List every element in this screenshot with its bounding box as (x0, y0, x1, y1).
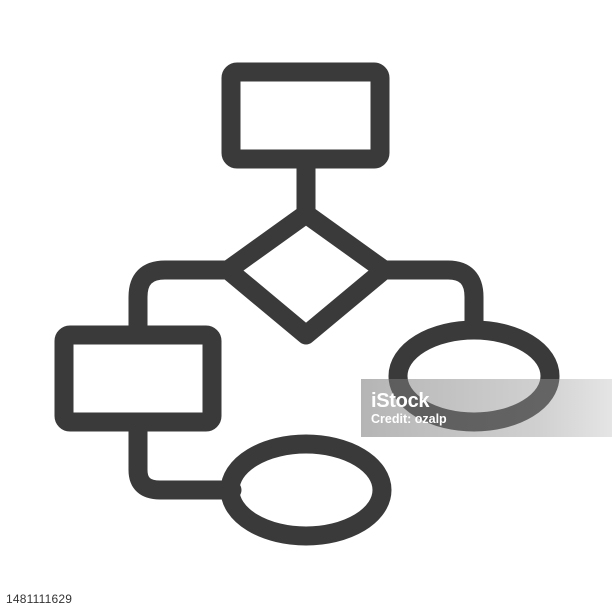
image-id-label: 1481111629 (6, 592, 73, 606)
watermark-brand: iStock (371, 389, 430, 412)
footer-strip: 1481111629 (0, 588, 612, 612)
watermark-logo: iStock Credit: ozalp (371, 391, 447, 426)
left-branch-connector (128, 260, 238, 345)
top-process-box (221, 62, 390, 169)
right-branch-connector (374, 260, 484, 340)
watermark-credit: Credit: ozalp (371, 411, 447, 426)
watermark-banner: iStock Credit: ozalp (361, 379, 612, 437)
decision-diamond (218, 204, 394, 345)
bottom-terminal-oval (220, 434, 392, 546)
left-process-box (54, 325, 222, 432)
bottom-connector (128, 412, 242, 500)
